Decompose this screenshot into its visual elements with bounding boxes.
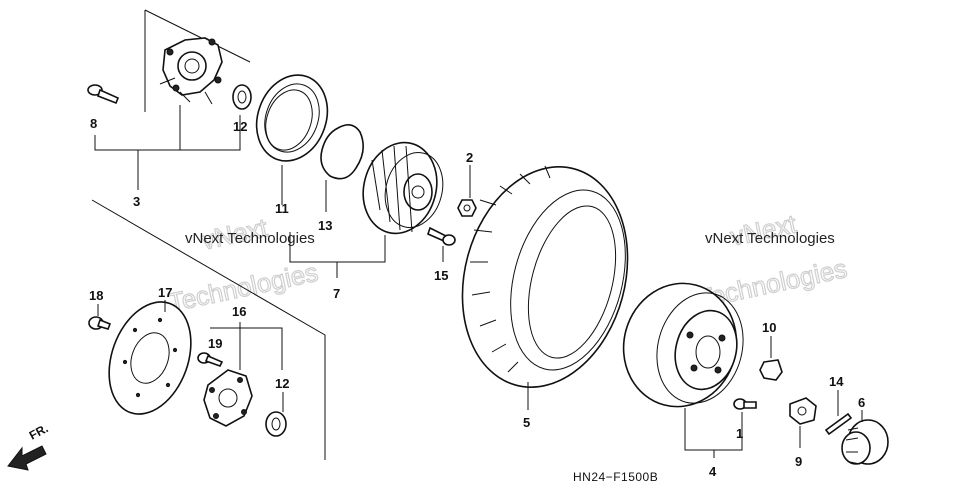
callout-18: 18 bbox=[89, 288, 103, 303]
castle-nut-part-9 bbox=[789, 397, 817, 425]
bearing-part-12-bottom bbox=[265, 411, 287, 437]
nut-part-2 bbox=[457, 199, 477, 217]
seal-part-11 bbox=[255, 74, 329, 162]
watermark-text-left: vNext Technologies bbox=[185, 230, 315, 247]
brake-drum-part-7 bbox=[362, 141, 444, 235]
callout-14: 14 bbox=[829, 374, 844, 389]
callout-3: 3 bbox=[133, 194, 140, 209]
ghost-watermark-left: vNext Technologies bbox=[165, 212, 321, 319]
valve-part-1 bbox=[733, 398, 757, 410]
divider-line bbox=[144, 9, 251, 63]
callout-16: 16 bbox=[232, 304, 246, 319]
callout-13: 13 bbox=[318, 218, 332, 233]
callout-5: 5 bbox=[523, 415, 530, 430]
o-ring-part-13 bbox=[320, 124, 364, 180]
hub-part-16 bbox=[203, 369, 253, 427]
divider-line bbox=[91, 199, 326, 460]
callout-19: 19 bbox=[208, 336, 222, 351]
callout-9: 9 bbox=[795, 454, 802, 469]
callout-2: 2 bbox=[466, 150, 473, 165]
diagram-code: HN24−F1500B bbox=[573, 470, 658, 482]
callout-8: 8 bbox=[90, 116, 97, 131]
tire-part-5 bbox=[461, 165, 629, 388]
callout-1: 1 bbox=[736, 426, 743, 441]
leader-line-4 bbox=[684, 408, 743, 458]
leader-line-7 bbox=[289, 232, 386, 278]
bolt-part-15 bbox=[427, 226, 456, 246]
watermark-text-right: vNext Technologies bbox=[705, 230, 835, 247]
callout-7: 7 bbox=[333, 286, 340, 301]
rim-part-4 bbox=[622, 282, 744, 408]
cap-nut-part-10 bbox=[759, 359, 783, 381]
front-direction-label: FR. bbox=[27, 421, 51, 442]
callout-12-top: 12 bbox=[233, 119, 247, 134]
leader-line-16 bbox=[210, 322, 283, 370]
callout-15: 15 bbox=[434, 268, 448, 283]
hub-part-3 bbox=[159, 37, 223, 105]
bolt-part-19 bbox=[197, 352, 224, 367]
leader-line-3 bbox=[94, 105, 241, 190]
callout-11: 11 bbox=[275, 201, 289, 216]
callout-10: 10 bbox=[762, 320, 776, 335]
callout-17: 17 bbox=[158, 285, 172, 300]
callout-4: 4 bbox=[709, 464, 717, 479]
hub-cap-part-6 bbox=[841, 419, 889, 465]
bearing-part-12-top bbox=[232, 84, 252, 110]
cotter-pin-part-14 bbox=[824, 412, 853, 436]
brake-disc-part-17 bbox=[108, 301, 192, 415]
bolt-part-8 bbox=[87, 84, 120, 105]
callout-labels: 1 2 3 4 5 6 7 8 9 10 11 12 12 13 14 15 1… bbox=[89, 116, 865, 479]
bolt-part-18 bbox=[88, 316, 112, 330]
callout-12-bottom: 12 bbox=[275, 376, 289, 391]
front-direction-arrow: FR. bbox=[7, 421, 51, 471]
callout-6: 6 bbox=[858, 395, 865, 410]
